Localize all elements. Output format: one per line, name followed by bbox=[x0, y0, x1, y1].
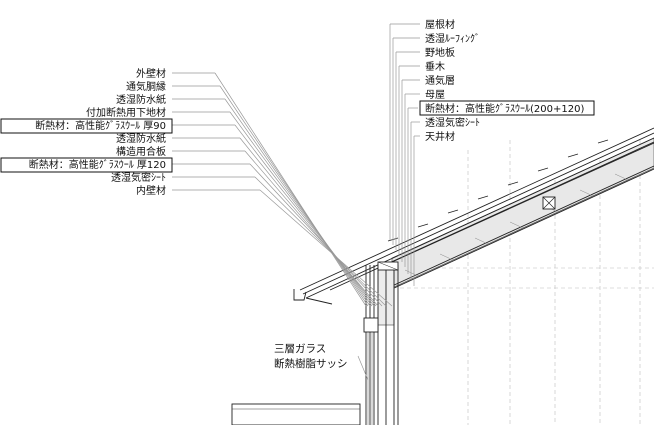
roof-layer-label: 通気層 bbox=[425, 74, 455, 87]
wall-label-box-2 bbox=[0, 157, 173, 173]
roof-layer-label: 断熱材：高性能ｸﾞﾗｽｳｰﾙ(200+120) bbox=[425, 102, 584, 115]
wall-assembly bbox=[231, 261, 399, 425]
roof-layer-label: 天井材 bbox=[425, 130, 455, 143]
window-note-line1: 三層ガラス bbox=[274, 343, 326, 355]
window-sash bbox=[363, 317, 379, 333]
roof-layer-label: 母屋 bbox=[425, 89, 445, 101]
wall-layer-label: 通気胴縁 bbox=[126, 80, 166, 93]
roof-leaders bbox=[389, 23, 420, 286]
wall-layer-label: 透湿防水紙 bbox=[116, 93, 166, 106]
gutter bbox=[293, 289, 307, 301]
window-note-line2: 断熱樹脂サッシ bbox=[274, 357, 348, 370]
guide-lines bbox=[400, 140, 654, 425]
wall-layer-label: 内壁材 bbox=[136, 184, 166, 197]
balcony-rail bbox=[231, 403, 361, 425]
roof-layer-label: 野地板 bbox=[425, 46, 455, 59]
wall-layer-label: 構造用合板 bbox=[116, 145, 166, 158]
wall-layer-labels: 外壁材 通気胴縁 透湿防水紙 付加断熱用下地材 断熱材：高性能ｸﾞﾗｽｳｰﾙ 厚… bbox=[29, 67, 166, 197]
roof-layer-labels: 屋根材 透湿ﾙｰﾌｨﾝｸﾞ 野地板 垂木 通気層 母屋 断熱材：高性能ｸﾞﾗｽｳ… bbox=[425, 18, 584, 143]
roof-layer-label: 透湿ﾙｰﾌｨﾝｸﾞ bbox=[425, 33, 480, 45]
window-leader bbox=[357, 355, 369, 381]
roof-assembly bbox=[293, 127, 654, 305]
wall-layer-label: 透湿防水紙 bbox=[116, 132, 166, 145]
wall-layer-label: 透湿気密ｼｰﾄ bbox=[111, 171, 166, 184]
wall-layer-label: 断熱材：高性能ｸﾞﾗｽｳｰﾙ 厚120 bbox=[29, 158, 166, 171]
roof-layer-label: 屋根材 bbox=[425, 18, 455, 31]
wall-layer-label: 断熱材：高性能ｸﾞﾗｽｳｰﾙ 厚90 bbox=[35, 119, 166, 132]
wall-leaders bbox=[172, 72, 393, 307]
roof-label-box bbox=[419, 100, 595, 116]
roof-layer-label: 透湿気密ｼｰﾄ bbox=[425, 116, 480, 129]
wall-label-box-1 bbox=[0, 118, 173, 134]
wall-layer-label: 付加断熱用下地材 bbox=[86, 106, 166, 119]
window-note: 三層ガラス 断熱樹脂サッシ bbox=[274, 343, 348, 370]
roof-layer-label: 垂木 bbox=[425, 61, 445, 73]
wall-layer-label: 外壁材 bbox=[136, 67, 166, 80]
